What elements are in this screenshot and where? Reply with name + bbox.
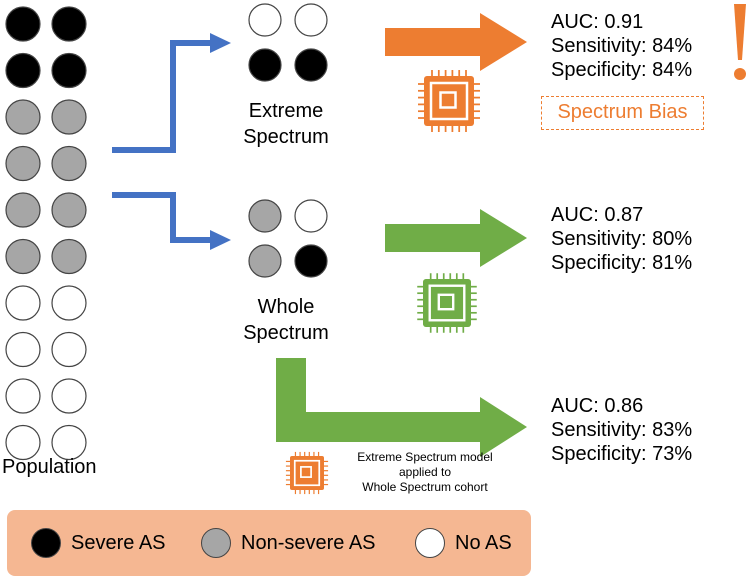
population-dot-non-severe bbox=[51, 238, 87, 275]
legend-label-none: No AS bbox=[455, 531, 512, 554]
cross-sensitivity: Sensitivity: 83% bbox=[551, 419, 693, 441]
cross-specificity: Specificity: 73% bbox=[551, 443, 693, 465]
population-dot-severe bbox=[5, 52, 41, 89]
legend-swatch-severe bbox=[31, 528, 61, 558]
legend-label-non-severe: Non-severe AS bbox=[241, 531, 376, 554]
extreme-specificity: Specificity: 84% bbox=[551, 59, 693, 81]
whole-metrics: AUC: 0.87 Sensitivity: 80% Specificity: … bbox=[551, 203, 692, 275]
extreme-sensitivity: Sensitivity: 84% bbox=[551, 35, 693, 57]
population-dot-severe bbox=[51, 6, 87, 42]
population-dot-none bbox=[51, 331, 87, 368]
cross-result-arrow bbox=[276, 358, 527, 457]
extreme-dot-severe bbox=[294, 48, 328, 82]
legend-item-severe: Severe AS bbox=[31, 510, 166, 576]
extreme-dot-severe bbox=[248, 48, 282, 82]
extreme-auc: AUC: 0.91 bbox=[551, 11, 644, 33]
extreme-result-arrow bbox=[385, 13, 527, 71]
legend-swatch-non-severe bbox=[201, 528, 231, 558]
whole-sensitivity: Sensitivity: 80% bbox=[551, 228, 693, 250]
population-dot-non-severe bbox=[5, 145, 41, 182]
population-dot-non-severe bbox=[51, 145, 87, 182]
whole-dot-severe bbox=[294, 244, 328, 278]
population-dot-none bbox=[5, 424, 41, 461]
cross-caption-line1: Extreme Spectrum model bbox=[357, 450, 493, 464]
population-dot-none bbox=[51, 285, 87, 321]
extreme-metrics: AUC: 0.91 Sensitivity: 84% Specificity: … bbox=[551, 10, 692, 82]
cross-caption: Extreme Spectrum model applied to Whole … bbox=[330, 450, 520, 495]
population-dot-severe bbox=[5, 6, 41, 42]
chip-icon bbox=[418, 70, 480, 132]
whole-specificity: Specificity: 81% bbox=[551, 252, 693, 274]
cross-auc: AUC: 0.86 bbox=[551, 395, 644, 417]
extreme-label: Extreme Spectrum bbox=[226, 98, 346, 150]
whole-label-line2: Spectrum bbox=[243, 322, 329, 344]
legend-swatch-none bbox=[415, 528, 445, 558]
chip-icon bbox=[285, 451, 329, 495]
population-dot-non-severe bbox=[5, 192, 41, 228]
whole-auc: AUC: 0.87 bbox=[551, 204, 644, 226]
arrow-to-whole-head bbox=[210, 230, 231, 250]
extreme-label-line2: Spectrum bbox=[243, 126, 329, 148]
legend-item-non-severe: Non-severe AS bbox=[201, 510, 376, 576]
whole-dot-non-severe bbox=[248, 199, 282, 233]
population-label: Population bbox=[2, 456, 97, 478]
whole-label: Whole Spectrum bbox=[226, 294, 346, 346]
legend-label-severe: Severe AS bbox=[71, 531, 166, 554]
arrow-to-extreme bbox=[112, 40, 213, 153]
population-dot-none bbox=[51, 424, 87, 461]
cross-caption-line2: applied to bbox=[398, 465, 452, 479]
whole-dot-non-severe bbox=[248, 244, 282, 278]
exclamation-icon bbox=[734, 4, 746, 80]
cross-caption-line3: Whole Spectrum cohort bbox=[362, 480, 488, 494]
extreme-sample-grid bbox=[248, 3, 328, 82]
population-dot-none bbox=[5, 378, 41, 414]
cross-metrics: AUC: 0.86 Sensitivity: 83% Specificity: … bbox=[551, 394, 692, 466]
whole-sample-grid bbox=[248, 199, 328, 278]
legend-item-none: No AS bbox=[415, 510, 512, 576]
spectrum-bias-badge: Spectrum Bias bbox=[541, 96, 704, 130]
chip-icon bbox=[417, 273, 477, 333]
extreme-dot-none bbox=[294, 3, 328, 37]
arrow-to-extreme-head bbox=[210, 33, 231, 53]
population-grid bbox=[5, 6, 87, 461]
population-dot-non-severe bbox=[51, 192, 87, 228]
extreme-dot-none bbox=[248, 3, 282, 37]
population-dot-non-severe bbox=[5, 238, 41, 275]
population-dot-none bbox=[5, 285, 41, 321]
whole-label-line1: Whole bbox=[257, 296, 315, 318]
whole-result-arrow bbox=[385, 209, 527, 267]
population-dot-severe bbox=[51, 52, 87, 89]
extreme-label-line1: Extreme bbox=[248, 100, 324, 122]
population-dot-none bbox=[5, 331, 41, 368]
arrow-to-whole bbox=[112, 192, 213, 243]
legend: Severe AS Non-severe AS No AS bbox=[7, 510, 531, 576]
population-dot-non-severe bbox=[51, 99, 87, 135]
population-dot-none bbox=[51, 378, 87, 414]
population-dot-non-severe bbox=[5, 99, 41, 135]
whole-dot-none bbox=[294, 199, 328, 233]
